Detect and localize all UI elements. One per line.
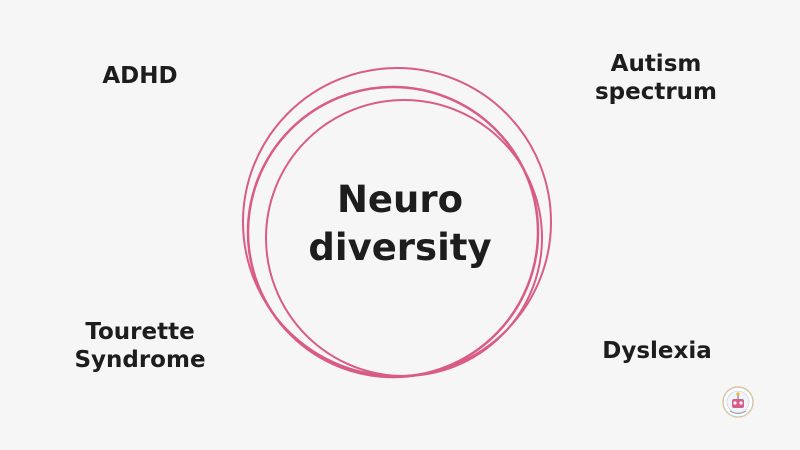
center-title-line1: Neuro	[336, 178, 464, 221]
label-tourette-line2: Syndrome	[74, 347, 206, 373]
badge-logo-icon	[722, 386, 754, 418]
label-tourette-line1: Tourette	[85, 319, 195, 345]
label-autism-line1: Autism	[610, 51, 702, 77]
label-dyslexia-text: Dyslexia	[602, 338, 712, 364]
label-tourette-syndrome: Tourette Syndrome	[60, 318, 220, 374]
label-adhd: ADHD	[92, 62, 188, 90]
center-title-line2: diversity	[308, 226, 492, 269]
label-dyslexia: Dyslexia	[592, 337, 722, 365]
ring-middle	[246, 85, 540, 379]
ring-inner	[265, 99, 543, 377]
label-adhd-text: ADHD	[102, 63, 178, 89]
label-autism-spectrum: Autism spectrum	[586, 50, 726, 106]
label-autism-line2: spectrum	[594, 79, 718, 105]
center-title: Neuro diversity	[290, 176, 510, 272]
